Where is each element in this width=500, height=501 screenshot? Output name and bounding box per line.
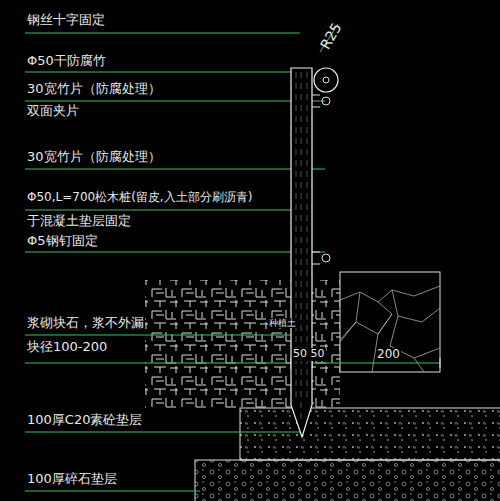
dimension-text: 50 50 xyxy=(292,348,326,361)
callout-label: 30宽竹片（防腐处理） xyxy=(26,150,162,165)
callout-label: Φ50干防腐竹 xyxy=(26,54,107,69)
callout-label: 于混凝土垫层固定 xyxy=(26,214,132,229)
callout-label: 块径100-200 xyxy=(26,340,108,355)
callout-label: 双面夹片 xyxy=(26,104,80,119)
callout-label: 100厚碎石垫层 xyxy=(26,472,118,487)
callout-label: 钢丝十字固定 xyxy=(26,13,106,28)
dimension-text: 200 xyxy=(376,348,401,362)
callout-label: 100厚C20素砼垫层 xyxy=(26,413,143,428)
callout-label: 浆砌块石，浆不外漏 xyxy=(26,316,145,331)
callout-label: Φ50,L=700松木桩(留皮,入土部分刷沥青) xyxy=(26,191,253,205)
radius-dimension: R25 xyxy=(316,19,345,53)
callout-label: 30宽竹片（防腐处理） xyxy=(26,82,162,97)
callout-label: Φ5钢钉固定 xyxy=(26,234,99,249)
callout-label: 种植土 xyxy=(268,318,297,328)
